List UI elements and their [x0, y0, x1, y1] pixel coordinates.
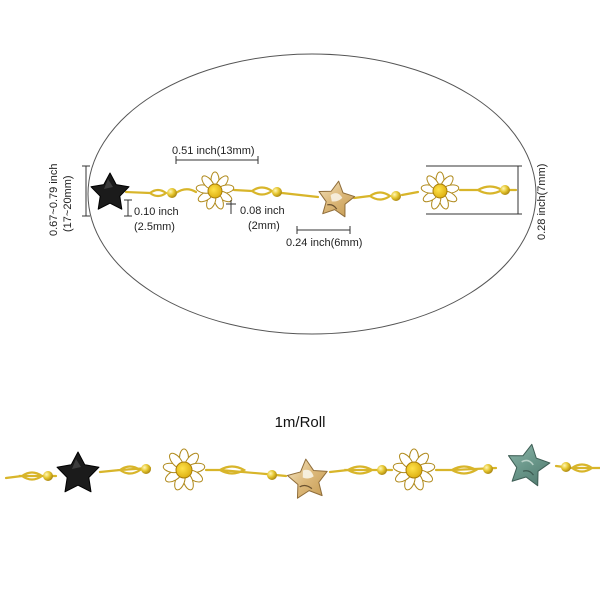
black-star-bead	[56, 451, 100, 493]
daisy-charm	[162, 448, 206, 491]
bead-mm-label: (2mm)	[248, 220, 280, 232]
gold-bead	[377, 465, 387, 475]
height-label: 0.28 inch(7mm)	[536, 163, 548, 240]
daisy-charm	[420, 171, 460, 210]
gold-bead	[272, 187, 282, 197]
jasper-star-bead	[318, 180, 356, 218]
jasper-star-bead	[286, 458, 328, 499]
gold-bead	[141, 464, 151, 474]
amazonite-star-bead	[507, 443, 551, 487]
gold-bead	[267, 470, 277, 480]
gold-bead	[167, 188, 177, 198]
gold-bead	[391, 191, 401, 201]
upper-chain	[90, 171, 518, 218]
width-mm-label: (17~20mm)	[62, 175, 74, 232]
star-gap-mm-label: (2.5mm)	[134, 221, 175, 233]
gold-bead	[43, 471, 53, 481]
link-length-label: 0.51 inch(13mm)	[172, 145, 255, 157]
star-gap-inch-label: 0.10 inch	[134, 206, 179, 218]
daisy-charm	[195, 171, 235, 210]
bead-inch-label: 0.08 inch	[240, 205, 285, 217]
roll-label: 1m/Roll	[274, 414, 326, 431]
clasp-length-label: 0.24 inch(6mm)	[286, 237, 363, 249]
daisy-charm	[392, 448, 436, 491]
lower-chain	[4, 443, 600, 499]
black-star-bead	[90, 172, 130, 210]
detail-frame-ellipse	[87, 53, 537, 335]
gold-bead	[483, 464, 493, 474]
gold-bead	[500, 185, 510, 195]
width-inch-label: 0.67~0.79 inch	[48, 163, 60, 236]
measurement-lines	[82, 156, 522, 234]
gold-bead	[561, 462, 571, 472]
